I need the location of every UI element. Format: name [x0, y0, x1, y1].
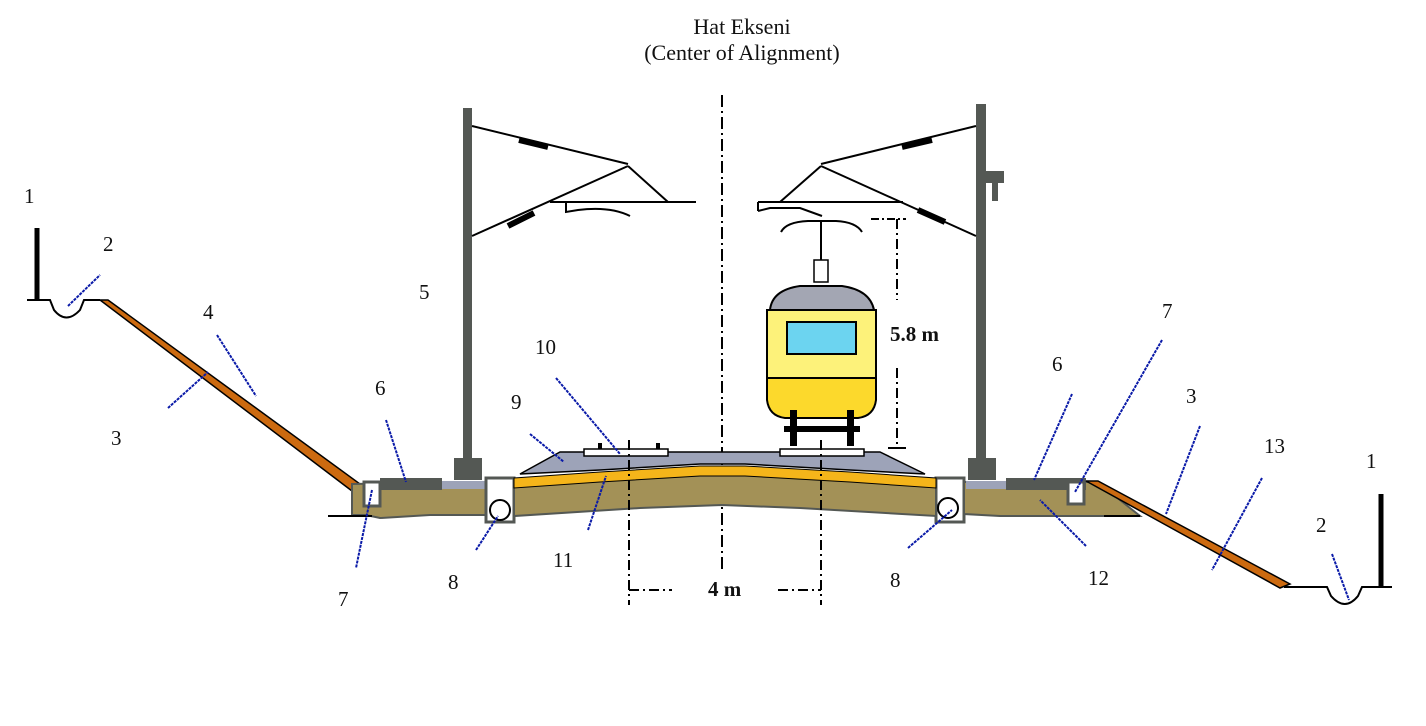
- right-ditch: [1284, 586, 1392, 605]
- train-roof: [768, 285, 876, 311]
- right-small-drain: [1066, 480, 1086, 506]
- callout-3-left: 3: [111, 426, 122, 450]
- callout-2-right: 2: [1316, 513, 1327, 537]
- callout-8-left: 8: [448, 570, 459, 594]
- right-slope-protection: [1085, 480, 1292, 589]
- left-mast: [463, 108, 472, 460]
- left-small-drain: [362, 480, 382, 508]
- callout-2-left: 2: [103, 232, 114, 256]
- callout-7-right: 7: [1162, 299, 1173, 323]
- callout-11: 11: [553, 548, 574, 572]
- callout-13: 13: [1264, 434, 1285, 458]
- title-line-english: (Center of Alignment): [644, 40, 840, 65]
- track-spacing-label: 4 m: [708, 577, 742, 601]
- left-shoulder-cover: [380, 478, 442, 490]
- callout-10: 10: [535, 335, 556, 359]
- left-catenary: [471, 125, 696, 237]
- rail-icon: [656, 443, 660, 449]
- right-mast-insulator-icon: [992, 183, 998, 201]
- title-line-turkish: Hat Ekseni: [693, 14, 791, 39]
- callout-8-right: 8: [890, 568, 901, 592]
- left-shoulder-ballast: [442, 481, 486, 489]
- pantograph: [780, 220, 863, 260]
- callout-7-left: 7: [338, 587, 349, 611]
- left-track-sleeper: [583, 448, 669, 457]
- right-mast-base: [968, 458, 996, 480]
- callout-12: 12: [1088, 566, 1109, 590]
- callout-6-right: 6: [1052, 352, 1063, 376]
- callout-9: 9: [511, 390, 522, 414]
- callout-6-left: 6: [375, 376, 386, 400]
- right-shoulder-ballast: [966, 481, 1006, 489]
- pantograph-base: [813, 259, 829, 283]
- callout-4-left: 4: [203, 300, 214, 324]
- train-skirt: [766, 377, 877, 419]
- center-of-alignment-title: Hat Ekseni (Center of Alignment): [600, 14, 884, 66]
- left-drain-pipe: [489, 499, 511, 521]
- right-drain-pipe: [937, 497, 959, 519]
- left-ditch: [27, 299, 100, 319]
- left-slope-protection: [97, 299, 362, 492]
- left-insulator-icon: [506, 137, 549, 229]
- sub-ballast-layer: [513, 465, 937, 489]
- callout-1-left: 1: [24, 184, 35, 208]
- right-mast: [976, 104, 986, 462]
- left-mast-base: [454, 458, 482, 480]
- train-bogie: [784, 410, 860, 446]
- callout-1-right: 1: [1366, 449, 1377, 473]
- right-shoulder-cover: [1006, 478, 1086, 490]
- train-window: [786, 321, 857, 355]
- right-mast-bracket: [986, 171, 1004, 183]
- callout-5: 5: [419, 280, 430, 304]
- overhead-height-label: 5.8 m: [890, 322, 939, 346]
- callout-3-right: 3: [1186, 384, 1197, 408]
- rail-icon: [598, 443, 602, 449]
- right-insulator-icon: [901, 137, 947, 225]
- right-catenary: [757, 125, 977, 237]
- callout-leaders: [67, 274, 1350, 601]
